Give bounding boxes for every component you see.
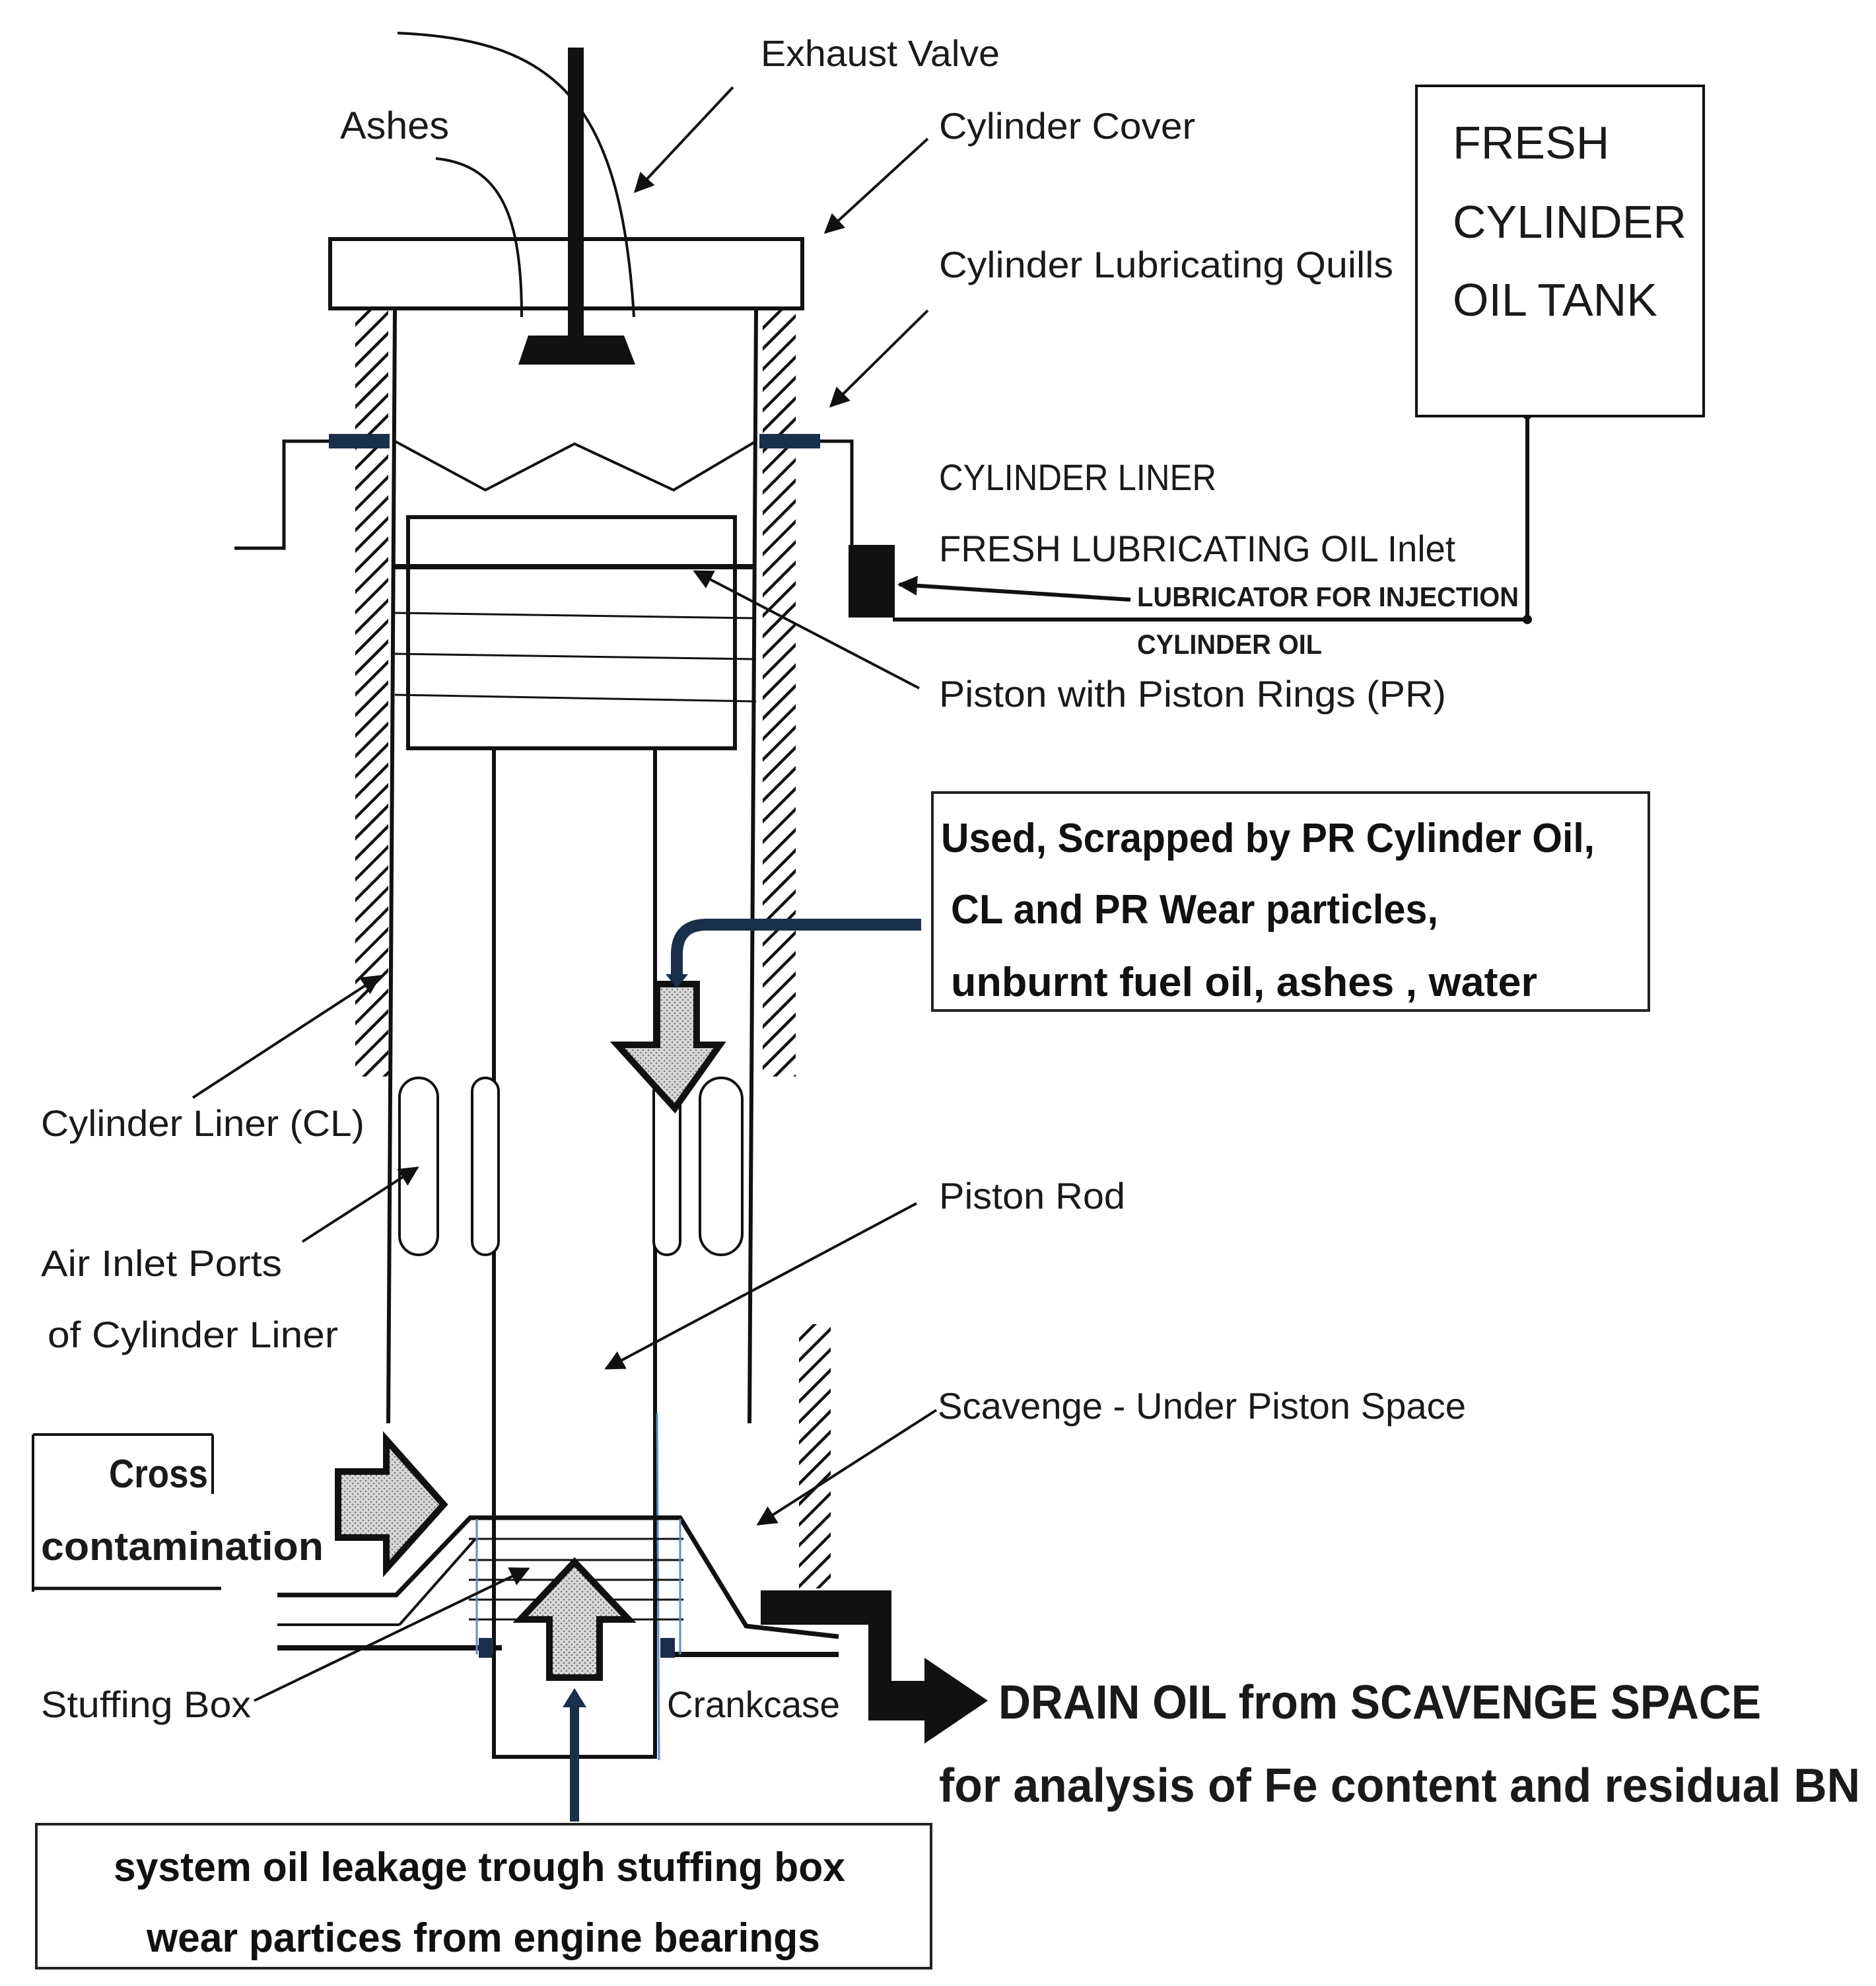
label-air-inlet-1: Air Inlet Ports xyxy=(41,1242,282,1284)
label-exhaust-valve: Exhaust Valve xyxy=(761,32,1000,74)
ashes-curve-right xyxy=(397,32,635,318)
air-inlet-port-4 xyxy=(699,1077,744,1256)
leader-piston xyxy=(693,570,920,690)
label-cylinder-liner-cl: Cylinder Liner (CL) xyxy=(41,1102,365,1144)
used-oil-arrow xyxy=(609,981,726,1114)
liner-inner-right xyxy=(747,310,758,1424)
used-oil-feed-line xyxy=(671,919,921,974)
quill-right-tip xyxy=(759,434,820,448)
lubricator-arrow xyxy=(897,575,1131,602)
engine-structure xyxy=(234,32,988,1761)
used-oil-line1: Used, Scrapped by PR Cylinder Oil, xyxy=(941,816,1595,861)
exhaust-valve-head xyxy=(518,336,635,365)
stuffing-box-outline xyxy=(277,1515,839,1639)
system-oil-line2: wear partices from engine bearings xyxy=(146,1915,820,1961)
label-piston: Piston with Piston Rings (PR) xyxy=(939,673,1446,715)
tank-label-line1: FRESH xyxy=(1453,117,1609,168)
combustion-zigzag xyxy=(394,440,757,492)
leader-exhaust-valve xyxy=(633,86,734,194)
system-oil-up-arrow xyxy=(512,1557,637,1681)
used-oil-line3: unburnt fuel oil, ashes , water xyxy=(951,960,1537,1005)
used-oil-box-frame xyxy=(931,791,1650,1012)
label-crankcase: Crankcase xyxy=(667,1684,840,1725)
lubricator-block xyxy=(849,545,895,618)
used-oil-info-box: Used, Scrapped by PR Cylinder Oil, CL an… xyxy=(931,791,1650,1012)
stuffing-box-collar-right xyxy=(660,1638,675,1658)
label-cylinder-liner-caps: CYLINDER LINER xyxy=(939,456,1216,498)
text-labels: Exhaust Valve Ashes Cylinder Cover Cylin… xyxy=(41,32,1860,1812)
stuffing-box-collar-left xyxy=(479,1638,493,1658)
piston-body xyxy=(406,515,737,750)
liner-wall-right xyxy=(763,310,796,1077)
exhaust-valve-stem xyxy=(568,48,584,338)
label-fresh-oil-inlet: FRESH LUBRICATING OIL Inlet xyxy=(939,528,1455,569)
tank-label-line3: OIL TANK xyxy=(1453,274,1657,326)
tank-label-line2: CYLINDER xyxy=(1453,196,1686,248)
cross-contamination-label: Cross contamination xyxy=(32,1433,324,1592)
leader-lines xyxy=(191,86,938,1702)
piston-ring-4 xyxy=(394,693,757,703)
label-lubricating-quills: Cylinder Lubricating Quills xyxy=(939,244,1393,285)
system-oil-box-frame xyxy=(35,1823,932,1969)
flow-arrows xyxy=(335,919,921,1822)
leader-air-inlet xyxy=(301,1166,419,1243)
piston-ring-3 xyxy=(394,653,757,660)
leader-scavenge xyxy=(756,1409,938,1526)
label-drain-1: DRAIN OIL from SCAVENGE SPACE xyxy=(998,1676,1761,1729)
leader-cylinder-cover xyxy=(823,137,929,234)
scavenge-wall-right xyxy=(799,1324,831,1588)
used-oil-line2: CL and PR Wear particles, xyxy=(951,887,1438,933)
stuffing-box-diag-lower xyxy=(398,1538,477,1626)
lubrication-supply: FRESH CYLINDER OIL TANK xyxy=(849,85,1705,624)
cylinder-cover-shape xyxy=(328,237,804,310)
label-air-inlet-2: of Cylinder Liner xyxy=(48,1314,338,1355)
label-stuffing-box: Stuffing Box xyxy=(41,1684,251,1725)
air-inlet-port-1 xyxy=(398,1077,439,1256)
system-oil-feed-tip xyxy=(563,1688,586,1707)
leader-cylinder-liner xyxy=(191,975,382,1099)
piston-ring-2 xyxy=(394,612,757,620)
label-lubricator-line2: CYLINDER OIL xyxy=(1137,629,1322,660)
label-cross-1: Cross xyxy=(109,1452,208,1496)
liner-wall-left xyxy=(355,310,388,1077)
label-drain-2: for analysis of Fe content and residual … xyxy=(939,1759,1860,1812)
label-cylinder-cover: Cylinder Cover xyxy=(939,105,1195,147)
label-scavenge: Scavenge - Under Piston Space xyxy=(938,1385,1466,1427)
leader-quills xyxy=(829,309,929,408)
fresh-oil-tank xyxy=(1415,85,1705,417)
air-inlet-port-2 xyxy=(471,1077,500,1256)
quill-left-tip xyxy=(329,434,390,448)
label-cross-2: contamination xyxy=(41,1524,324,1569)
used-oil-feed-tip xyxy=(666,974,688,988)
liner-inner-left xyxy=(386,310,397,1424)
cross-contamination-arrow xyxy=(335,1431,448,1578)
ashes-curve-left xyxy=(435,157,523,318)
system-oil-info-box: system oil leakage trough stuffing box w… xyxy=(35,1823,932,1969)
label-piston-rod: Piston Rod xyxy=(939,1175,1125,1217)
leader-stuffing-box xyxy=(254,1567,530,1702)
piston-rod-blue xyxy=(656,1413,660,1761)
corner-joint xyxy=(1523,615,1532,624)
leader-piston-rod xyxy=(604,1202,917,1370)
system-oil-line1: system oil leakage trough stuffing box xyxy=(114,1845,845,1890)
label-ashes: Ashes xyxy=(340,104,449,147)
label-lubricator-line1: LUBRICATOR FOR INJECTION xyxy=(1137,581,1519,612)
drain-pipe xyxy=(761,1590,988,1744)
